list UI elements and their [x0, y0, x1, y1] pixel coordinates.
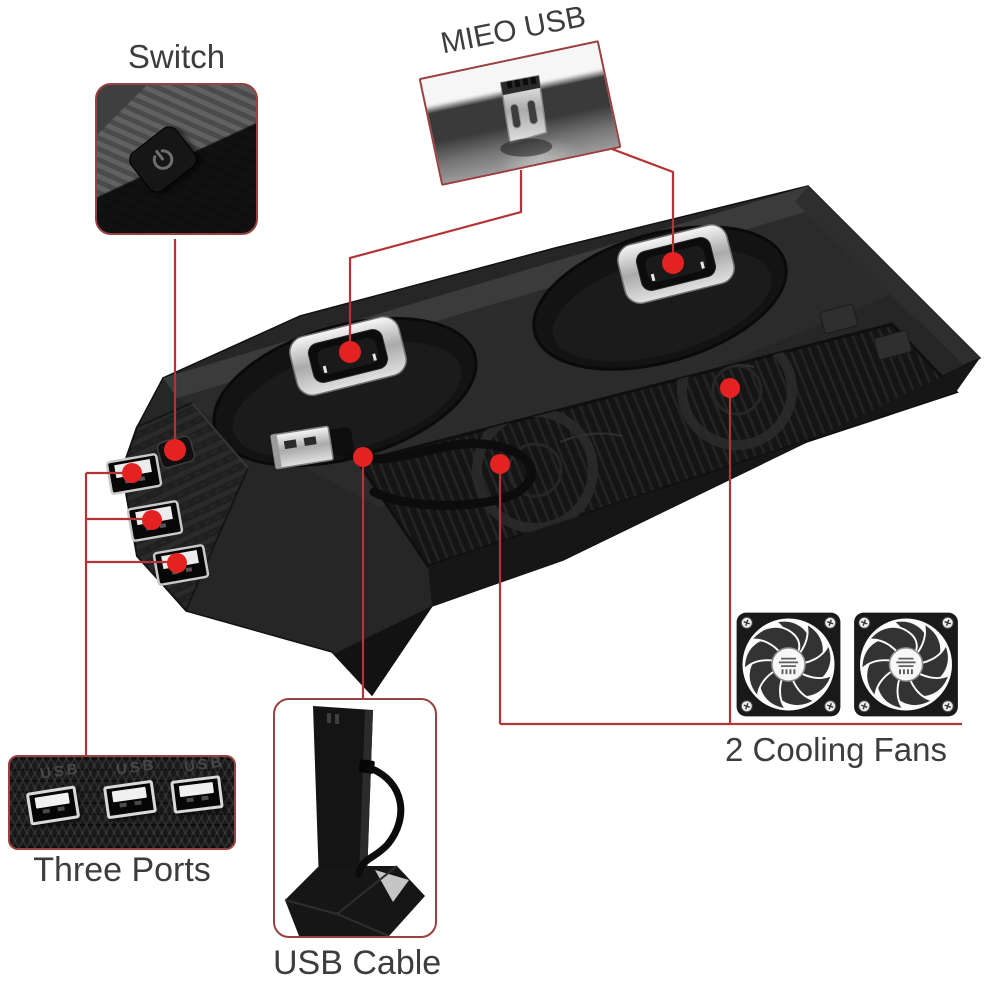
three-ports-label: Three Ports [33, 851, 211, 889]
usb-port-3-marker-dot [167, 553, 187, 573]
usb-cable-inset-photo [273, 698, 437, 938]
usb-cable-on-product [339, 439, 536, 510]
usb-port-2-marker-dot [142, 510, 162, 530]
fan-ring-right [677, 330, 797, 450]
usb-cable-marker-dot [353, 447, 373, 467]
side-panel [120, 401, 250, 612]
clip-1 [819, 304, 858, 334]
usb-embossed-text: USB [115, 756, 158, 779]
front-face [428, 358, 980, 606]
product-foot [334, 606, 432, 695]
switch-label: Switch [127, 38, 226, 75]
mieo-usb-right-leader-line [611, 147, 675, 263]
clip-2 [873, 330, 912, 360]
vent-grille [355, 322, 959, 568]
power-button [125, 122, 201, 197]
usb-cable-in-inset [355, 764, 405, 878]
controller-dock-cradle-right [617, 223, 735, 305]
mieo-usb-inset-photo [418, 40, 622, 186]
fan-right-marker-dot [720, 378, 740, 398]
fan-ring-left [472, 407, 598, 533]
usb-port-2-on-product [126, 500, 184, 542]
controller-bay-right [532, 225, 788, 371]
switch-inset-photo [95, 83, 258, 235]
usb-port-1-on-product [105, 453, 163, 495]
three-ports-inset-photo: USB USB USB [8, 755, 236, 850]
usb-embossed-text: USB [183, 755, 226, 776]
usb-port-a [25, 785, 81, 826]
left-controller-dock-marker-dot [339, 341, 361, 363]
micro-usb-connector-icon [499, 74, 553, 157]
usb-port-3-on-product [152, 544, 210, 586]
power-icon [152, 148, 173, 170]
power-button-on-product [156, 435, 196, 469]
mieo-usb-left-leader-line [348, 170, 523, 352]
back-wall-top [163, 186, 822, 398]
usb-port-c [170, 775, 224, 814]
cooling-fan-icon-1 [735, 611, 842, 718]
switch-marker-dot [164, 439, 186, 461]
cooling-fan-icon-2 [853, 611, 959, 718]
usb-embossed-text: USB [39, 760, 82, 783]
usb-port-1-marker-dot [122, 463, 142, 483]
usb-port-b [102, 779, 158, 820]
right-top-edge [795, 186, 980, 364]
usb-a-connector-icon [270, 425, 354, 470]
controller-bay-left [212, 316, 478, 468]
controller-dock-cradle-left [289, 315, 407, 397]
deck-surface [177, 207, 902, 508]
right-controller-dock-marker-dot [662, 252, 684, 274]
fan-left-marker-dot [490, 454, 510, 474]
cooling-fans-label: 2 Cooling Fans [725, 731, 947, 768]
vertical-stand-photo [284, 706, 425, 936]
usb-cable-label: USB Cable [273, 944, 442, 982]
